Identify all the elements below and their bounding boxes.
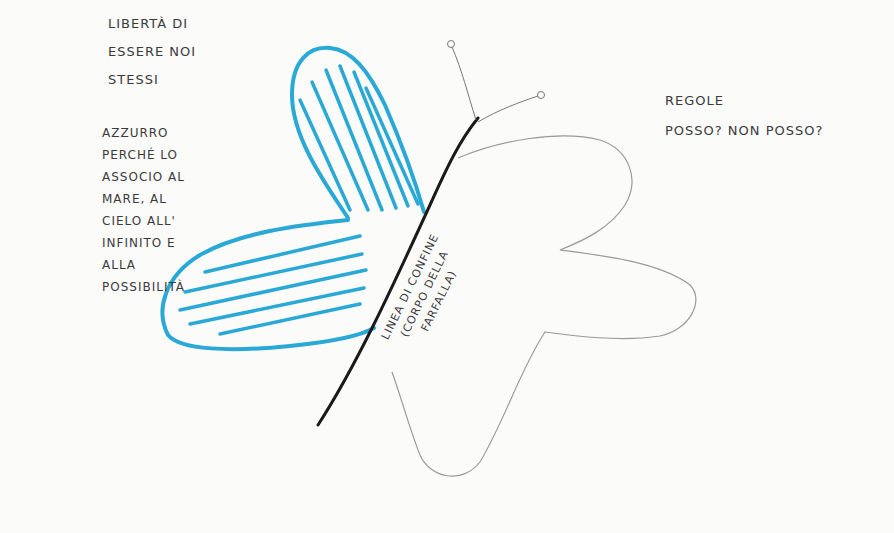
upper-left-wing	[292, 48, 424, 218]
hatch-line	[185, 254, 362, 292]
hatch-line	[190, 288, 364, 324]
antenna	[478, 96, 538, 122]
antenna-tip	[448, 41, 455, 48]
hatch-line	[366, 88, 418, 204]
antenna	[452, 47, 476, 120]
antenna-tip	[538, 92, 545, 99]
hatch-line	[220, 304, 360, 334]
hatch-line	[180, 270, 366, 310]
lower-left-wing	[163, 220, 374, 349]
note-text: POSSO? NON POSSO?	[665, 122, 855, 140]
note-text: LIBERTÀ DI ESSERE NOI STESSI	[108, 10, 208, 94]
body-label: LINEA DI CONFINE (CORPO DELLA FARFALLA)	[368, 212, 481, 377]
note-heading: REGOLE	[665, 92, 845, 110]
hatch-line	[326, 70, 382, 210]
note-text: AZZURRO PERCHÉ LO ASSOCIO AL MARE, AL CI…	[102, 122, 186, 298]
